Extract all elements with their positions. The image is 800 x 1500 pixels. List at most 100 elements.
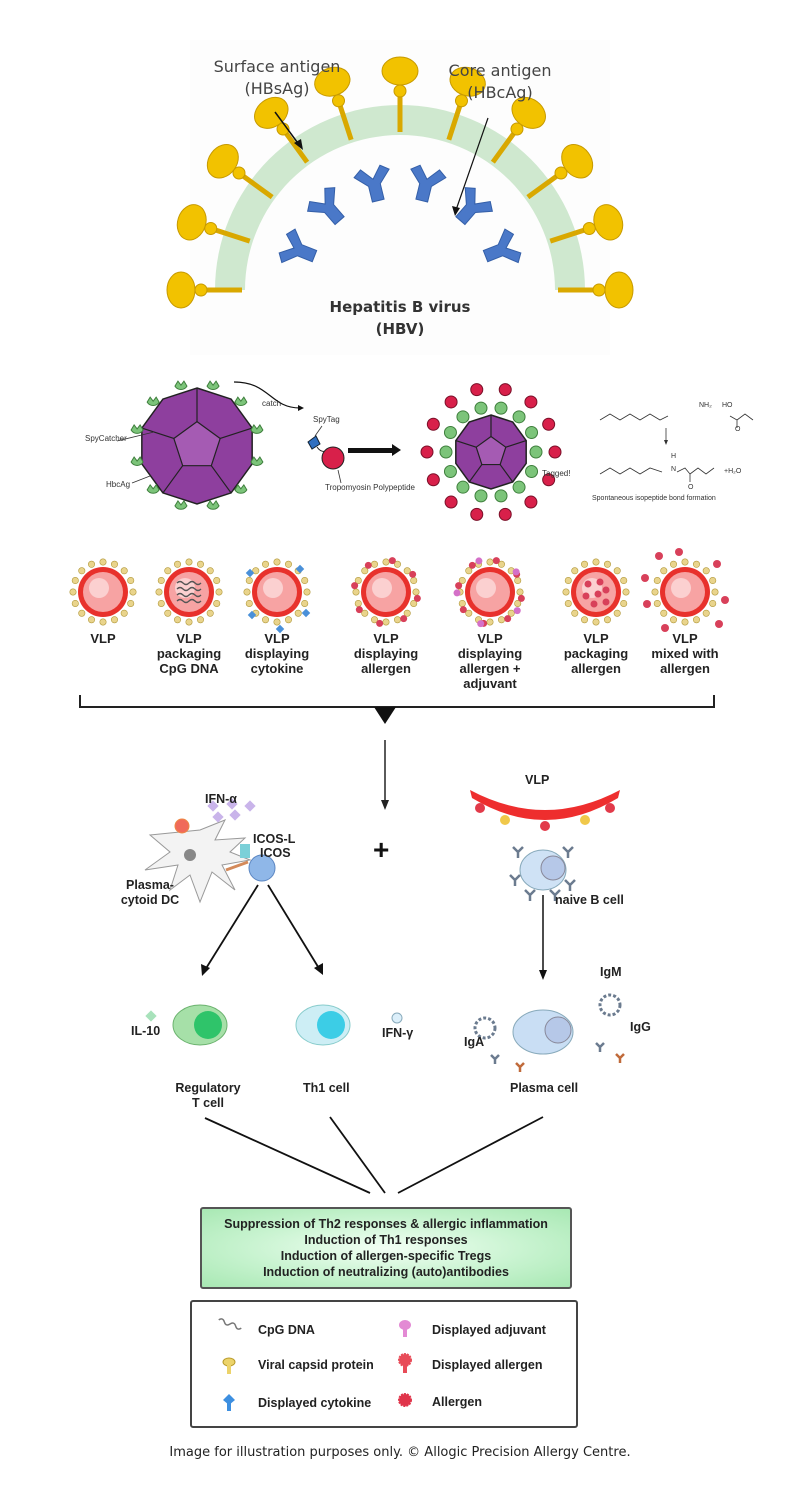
- spycatcher-illustration: [116, 380, 754, 521]
- outcome-item: Induction of neutralizing (auto)antibodi…: [263, 1265, 509, 1279]
- treg-label-line1: Regulatory: [175, 1081, 241, 1095]
- arrow-treg-to-outcome: [204, 1117, 371, 1194]
- surface-antigen: [254, 96, 310, 164]
- spytag: [307, 435, 321, 450]
- tagged-label: Tagged!: [542, 469, 571, 478]
- legend-label: Displayed cytokine: [258, 1396, 372, 1410]
- vlp-types-illustrations: [69, 548, 729, 634]
- spytag-label: SpyTag: [313, 415, 340, 424]
- surface-antigen-arrow: [274, 111, 301, 147]
- product-chain-right: [676, 467, 715, 482]
- tagged-peptide: [444, 395, 458, 409]
- catcher-tag-complex: [525, 425, 539, 439]
- spycatcher-protein: [174, 380, 188, 390]
- legend-icons: [218, 1318, 412, 1411]
- hbv-illustration: [166, 56, 634, 309]
- vlp-type-label-line: VLP: [583, 631, 609, 646]
- naive-b-cell-nucleus: [540, 855, 566, 881]
- surface-antigen-name: Surface antigen: [213, 57, 341, 76]
- vlp-type-label-line: packaging: [156, 646, 222, 661]
- antibody: [490, 1054, 500, 1064]
- ifn-alpha-molecule: [244, 800, 256, 812]
- tagged-peptide: [498, 507, 512, 521]
- hbv-title-name: Hepatitis B virus: [329, 298, 471, 316]
- b-cell-receptor: [562, 846, 574, 858]
- vlp-type-label-line: cytokine: [250, 661, 304, 676]
- surface-antigen: [314, 66, 354, 141]
- core-antigen: [410, 164, 447, 203]
- vlp-type-label-line: allergen +: [459, 661, 521, 676]
- catch-arrow: [233, 381, 301, 409]
- catcher-tag-complex: [456, 480, 470, 494]
- chem-arrowhead: [664, 440, 668, 445]
- arrow-plasma-to-outcome: [397, 1116, 544, 1194]
- surface-antigen-arrowhead: [294, 139, 303, 150]
- tagged-peptide: [524, 495, 538, 509]
- chem-n: N: [671, 466, 677, 473]
- chem-o-bottom: O: [688, 484, 694, 491]
- tagged-peptide: [548, 445, 562, 459]
- vlp-type-label-line: VLP: [373, 631, 399, 646]
- icos-l-label: ICOS-L: [253, 832, 296, 846]
- cytokine-icon: [223, 1394, 235, 1405]
- spycatcher-protein: [146, 396, 160, 406]
- arrow-to-th1-head: [314, 963, 323, 975]
- igm-label: IgM: [600, 965, 622, 979]
- vlp-arc: [470, 790, 620, 820]
- viral-envelope: [215, 105, 585, 290]
- treg-label-line2: T cell: [192, 1096, 224, 1110]
- ifn-gamma-label: IFN-γ: [382, 1026, 414, 1040]
- pdc-nucleus: [184, 849, 196, 861]
- catch-arrowhead: [298, 405, 304, 411]
- aspartate-chain: [729, 413, 754, 428]
- ifn-alpha-molecule: [229, 809, 241, 821]
- core-antigen: [482, 228, 522, 264]
- arrow-th1-to-outcome: [329, 1116, 386, 1194]
- catcher-tag-complex: [529, 445, 543, 459]
- bracket-pointer: [374, 707, 396, 724]
- catcher-tag-complex: [512, 410, 526, 424]
- reaction-arrow: [348, 448, 393, 453]
- th1-nucleus: [317, 1011, 345, 1039]
- vlp-adjuvant: [453, 557, 525, 628]
- tropomyosin-peptide: [321, 446, 345, 470]
- vlp-type-label-line: displaying: [244, 646, 310, 661]
- spycatcher-protein: [206, 380, 220, 390]
- core-antigen: [353, 164, 390, 203]
- vlp-type-label-line: allergen: [571, 661, 621, 676]
- antibody: [515, 1062, 525, 1072]
- surface-antigen: [381, 56, 419, 132]
- chem-nh2: NH₂: [699, 402, 712, 409]
- surface-antigen-abbr: (HBsAg): [244, 79, 310, 98]
- ifn-gamma-molecule: [391, 1012, 403, 1024]
- tagged-capsid: [455, 414, 527, 490]
- vlp-type-label-line: allergen: [660, 661, 710, 676]
- b-cell-receptor: [509, 874, 521, 886]
- catcher-tag-complex: [494, 401, 508, 415]
- vlp-type-label-line: CpG DNA: [159, 661, 219, 676]
- catcher-tag-complex: [512, 480, 526, 494]
- product-chain-left: [599, 467, 663, 475]
- iga-label: IgA: [464, 1035, 485, 1049]
- down-arrow-head: [381, 800, 389, 810]
- spycatcher-pointer: [116, 431, 155, 442]
- surface-antigen: [549, 204, 624, 244]
- core-antigen-label: Core antigen (HBcAg): [440, 60, 560, 104]
- legend-label: CpG DNA: [258, 1323, 315, 1337]
- core-antigen-arrow: [455, 117, 489, 211]
- vlp-type-label-line: mixed with: [651, 646, 719, 661]
- tagged-peptide: [498, 383, 512, 397]
- plus-sign: +: [373, 834, 390, 865]
- tropomyosin-label: Tropomyosin Polypeptide: [325, 483, 415, 492]
- surface-antigen: [206, 144, 274, 200]
- tagged-peptide: [444, 495, 458, 509]
- tagged-peptide: [542, 473, 556, 487]
- surface-antigen: [526, 144, 594, 200]
- plasmacytoid-dc: [144, 819, 252, 904]
- t-cell: [248, 854, 276, 882]
- vlp-label-b-cell: VLP: [525, 773, 550, 787]
- b-cell-receptor: [564, 879, 576, 891]
- spycatcher-protein: [250, 456, 264, 466]
